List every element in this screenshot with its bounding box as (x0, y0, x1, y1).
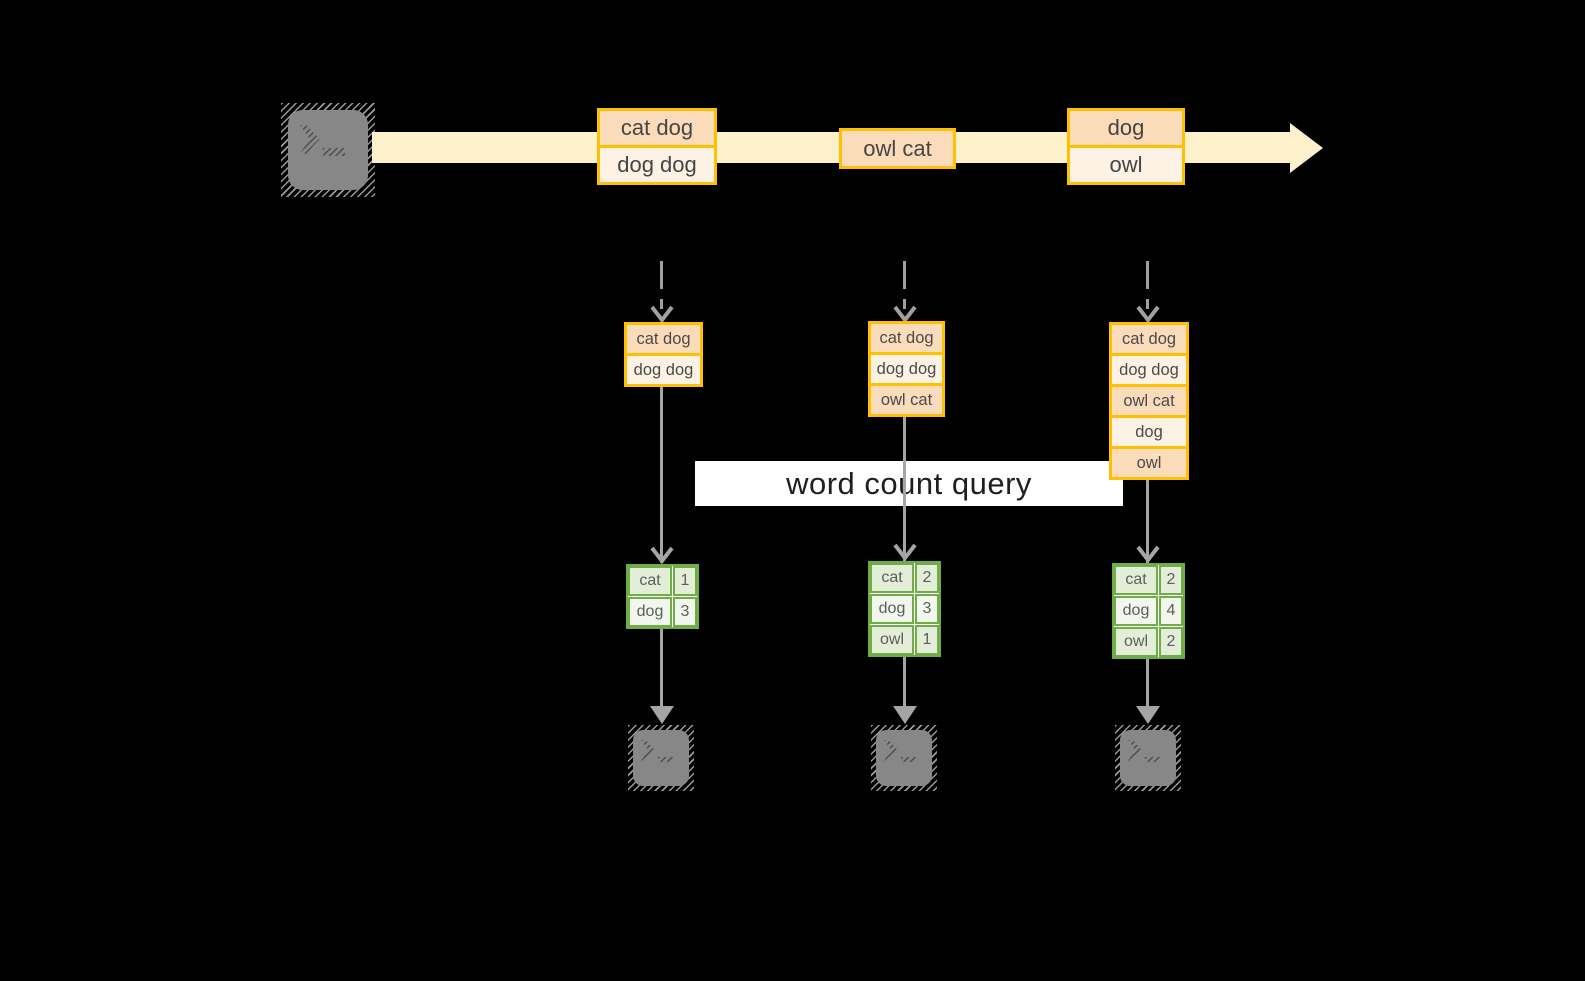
ingest-arrow-line-1 (660, 261, 663, 309)
stack-row: owl cat (871, 383, 942, 414)
prompt-underscore-icon (323, 148, 345, 156)
stack-row: dog dog (627, 353, 700, 384)
ingest-arrow-line-3 (1146, 261, 1149, 309)
word-cell: owl (870, 625, 914, 655)
terminal-sink-icon-2 (871, 725, 937, 791)
word-count-table-3: cat 2 dog 4 owl 2 (1112, 563, 1185, 659)
stack-row: owl (1112, 446, 1186, 477)
output-arrow-line-1 (660, 629, 663, 708)
event-line: dog dog (600, 145, 714, 182)
query-label: word count query (786, 465, 1032, 501)
word-cell: dog (628, 597, 672, 627)
stack-row: dog (1112, 415, 1186, 446)
event-line: owl cat (842, 131, 953, 166)
event-line: owl (1070, 145, 1182, 182)
output-arrow-line-2 (903, 657, 906, 708)
count-cell: 2 (1159, 565, 1183, 595)
process-arrow-line-1 (660, 387, 663, 563)
stack-row: owl cat (1112, 384, 1186, 415)
event-line: dog (1070, 111, 1182, 145)
word-count-table-2: cat 2 dog 3 owl 1 (868, 561, 941, 657)
prompt-underscore-icon (900, 756, 916, 762)
terminal-source-icon (281, 103, 375, 197)
count-cell: 4 (1159, 596, 1183, 626)
process-arrow-line-2 (903, 417, 906, 561)
ingest-arrow-head-2 (893, 305, 917, 323)
event-line: cat dog (600, 111, 714, 145)
prompt-underscore-icon (1144, 756, 1160, 762)
buffered-events-stack-3: cat dog dog dog owl cat dog owl (1109, 322, 1189, 480)
stack-row: dog dog (1112, 353, 1186, 384)
output-arrow-head-3 (1136, 706, 1160, 724)
prompt-underscore-icon (657, 756, 673, 762)
count-cell: 2 (1159, 627, 1183, 657)
word-cell: cat (870, 563, 914, 593)
word-cell: cat (1114, 565, 1158, 595)
buffered-events-stack-2: cat dog dog dog owl cat (868, 321, 945, 417)
count-cell: 1 (915, 625, 939, 655)
stream-arrow-head (1290, 123, 1323, 173)
count-cell: 2 (915, 563, 939, 593)
stack-row: cat dog (627, 325, 700, 353)
query-band: word count query (695, 461, 1123, 506)
word-count-table-1: cat 1 dog 3 (626, 564, 699, 629)
stack-row: dog dog (871, 352, 942, 383)
output-arrow-head-2 (893, 706, 917, 724)
process-arrow-head-1 (650, 546, 674, 564)
terminal-sink-icon-1 (628, 725, 694, 791)
word-cell: cat (628, 566, 672, 596)
process-arrow-head-2 (893, 543, 917, 561)
buffered-events-stack-1: cat dog dog dog (624, 322, 703, 387)
count-cell: 3 (915, 594, 939, 624)
ingest-arrow-head-1 (650, 305, 674, 323)
stack-row: cat dog (1112, 325, 1186, 353)
ingest-arrow-head-3 (1136, 305, 1160, 323)
stream-event-box-1: cat dog dog dog (597, 108, 717, 185)
count-cell: 1 (673, 566, 697, 596)
ingest-arrow-line-2 (903, 261, 906, 309)
terminal-sink-icon-3 (1115, 725, 1181, 791)
process-arrow-line-3 (1146, 480, 1149, 563)
stream-event-box-3: dog owl (1067, 108, 1185, 185)
output-arrow-head-1 (650, 706, 674, 724)
word-cell: owl (1114, 627, 1158, 657)
stream-event-box-2: owl cat (839, 128, 956, 169)
word-cell: dog (1114, 596, 1158, 626)
word-cell: dog (870, 594, 914, 624)
output-arrow-line-3 (1146, 659, 1149, 708)
stack-row: cat dog (871, 324, 942, 352)
count-cell: 3 (673, 597, 697, 627)
process-arrow-head-3 (1136, 545, 1160, 563)
